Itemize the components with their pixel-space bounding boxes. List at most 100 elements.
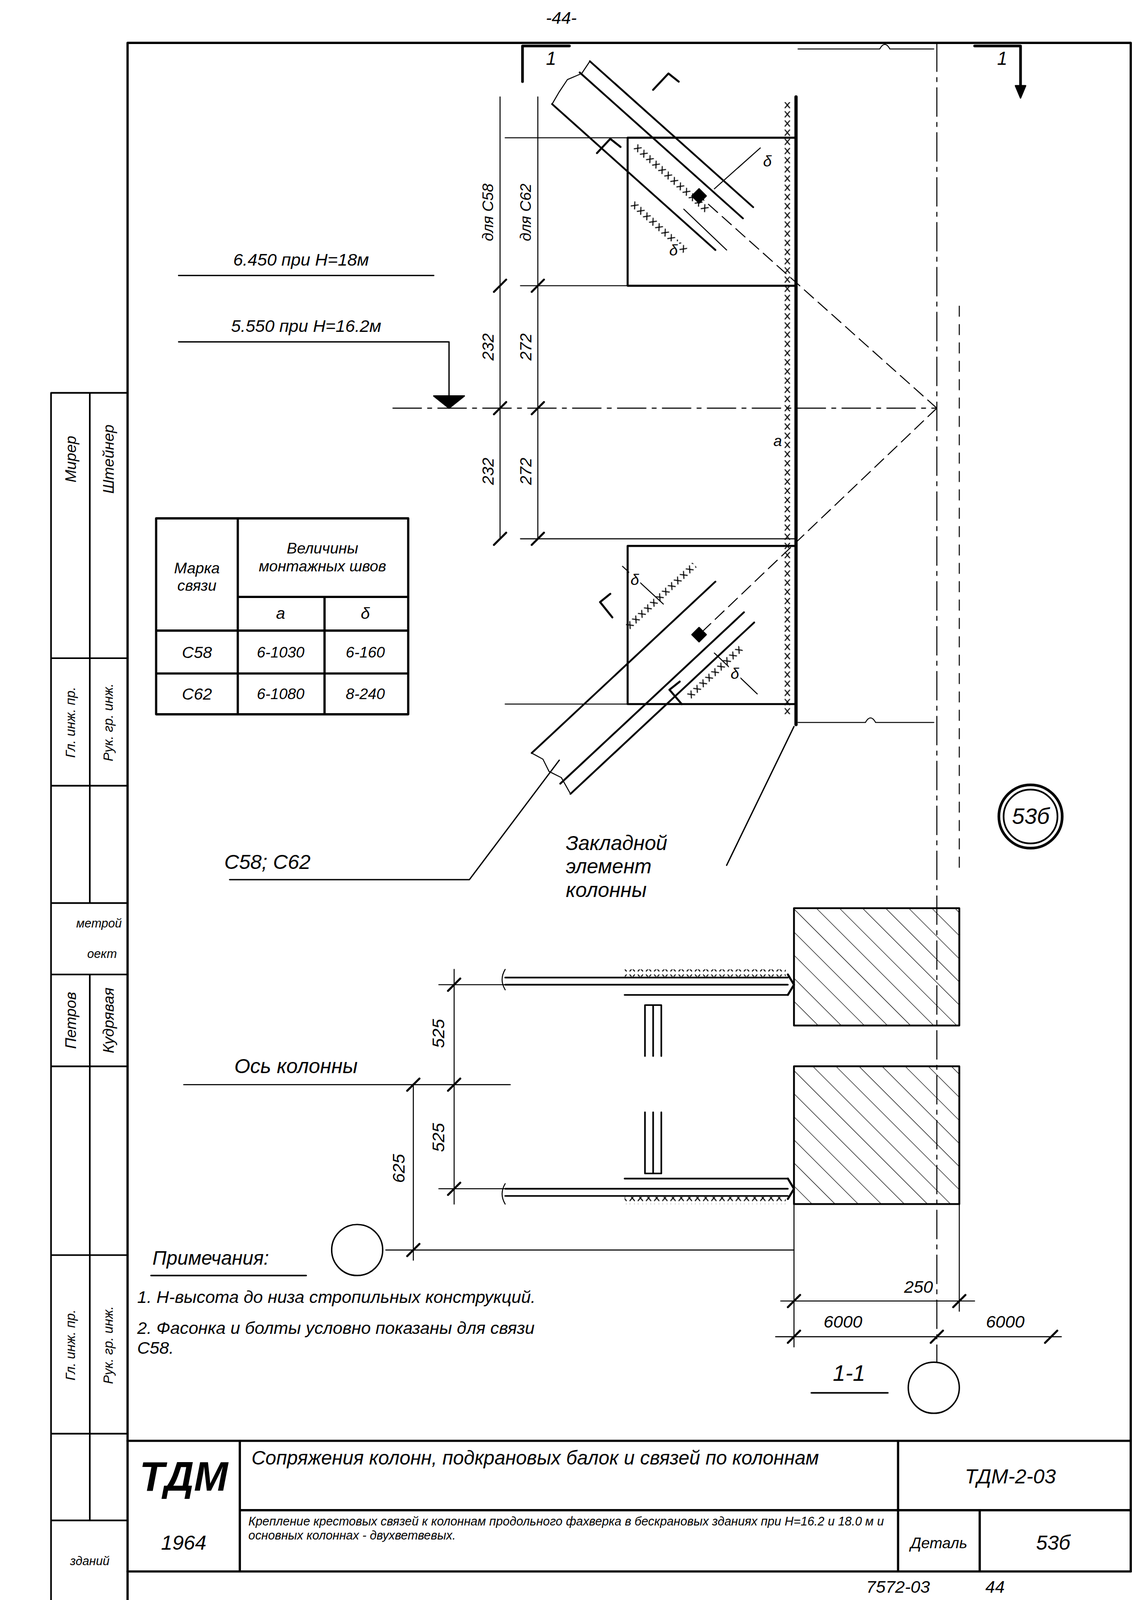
break-line [552, 61, 590, 105]
part-callout: С58; С62 [222, 850, 312, 874]
dimension-line [775, 1204, 1062, 1348]
detail-number: 53б [1011, 803, 1050, 830]
level-line [392, 407, 937, 409]
stamp-role: Рук. гр. инж. [100, 682, 117, 764]
weld-seam [624, 1197, 786, 1205]
series-number: ТДМ-2-03 [963, 1464, 1058, 1489]
dimension-tick [494, 279, 544, 545]
weld-symbol: а [771, 432, 784, 450]
part-callout: Закладной элемент колонны [564, 831, 721, 903]
dimension-line [183, 969, 795, 1261]
gusset-plate [627, 545, 797, 705]
archive-number: 7572-03 [864, 1578, 932, 1598]
weld-fillet [787, 974, 795, 1200]
stamp-name: Петров [61, 990, 79, 1051]
stamp-role: Рук. гр. инж. [100, 1304, 117, 1386]
section-mark: 1 [544, 48, 558, 70]
stamp-org: метрой [75, 916, 124, 931]
stamp-name: Штейнер [99, 422, 117, 496]
brace-axis [699, 195, 937, 635]
section-mark [974, 45, 1021, 94]
weld-symbol: δ [761, 152, 774, 170]
drawing-title: Сопряжения колонн, подкрановых балок и с… [250, 1446, 887, 1470]
stamp-name: Мирер [61, 434, 79, 485]
break-line [797, 44, 934, 723]
dimension-text: 272 [516, 456, 536, 487]
stamp-grid [50, 392, 128, 1600]
dimension-text: 6000 [984, 1312, 1026, 1333]
dimension-text: 525 [428, 1017, 449, 1050]
dimension-line [622, 566, 757, 695]
linework [50, 43, 1131, 1600]
inner-circle [1003, 789, 1058, 843]
detail-number: 53б [1034, 1531, 1072, 1555]
dimension-text: 525 [428, 1122, 449, 1155]
title-block-grid [127, 1441, 1131, 1572]
table-header: Марка связи [157, 558, 237, 595]
detail-caption: Деталь [909, 1534, 969, 1552]
stamp-role: Гл. инж. пр. [62, 685, 79, 760]
level-mark-text: 6.450 при Н=18м [231, 250, 371, 271]
table-grid [156, 518, 409, 715]
weld-symbol: δ [667, 241, 680, 259]
notes-heading: Примечания: [150, 1247, 271, 1270]
axis-label: Ось колонны [232, 1054, 360, 1079]
axis-bubble [331, 1224, 383, 1276]
weld-seam [632, 142, 711, 214]
sheet-number: 44 [983, 1578, 1007, 1598]
note: 2. Фасонка и болты условно показаны для … [135, 1318, 578, 1359]
organization-mark: ТДМ [137, 1453, 230, 1501]
stamp-role: Гл. инж. пр. [62, 1308, 79, 1383]
dimension-text: 6000 [822, 1312, 864, 1333]
dimension-text: 272 [516, 331, 536, 362]
table-header: а [274, 603, 287, 623]
table-cell: С58 [180, 642, 214, 662]
weld-symbol: δ [629, 571, 641, 589]
dimension-text: 625 [389, 1152, 409, 1185]
break-line [502, 969, 506, 1205]
table-cell: 8-240 [344, 685, 387, 703]
dimension-tick [787, 1294, 1058, 1343]
weld-seam [624, 969, 786, 978]
stamp-name: Кудрявая [99, 986, 117, 1055]
table-header: Величины монтажных швов [244, 539, 401, 575]
axis-bubble [908, 1362, 960, 1414]
table-cell: 6-1030 [255, 643, 306, 661]
page-number: -44- [544, 8, 579, 29]
gusset-plate [627, 137, 797, 286]
concrete-branch [794, 1066, 960, 1205]
dimension-text: 232 [478, 456, 498, 487]
break-line [531, 752, 571, 794]
dimension-text: 232 [478, 331, 498, 362]
weld-seam [624, 561, 698, 631]
dimension-text: для С62 [516, 181, 535, 243]
leader-line [726, 726, 795, 866]
steel-plate [505, 977, 788, 1196]
concrete-branch [794, 908, 960, 1026]
sheet-frame [127, 43, 1131, 1600]
table-cell: 6-160 [344, 643, 387, 661]
outer-circle [999, 784, 1063, 849]
dimension-text: 250 [902, 1278, 935, 1298]
extension-line [505, 137, 797, 705]
stamp-org: зданий [68, 1554, 112, 1569]
level-mark-text: 5.550 при Н=16.2м [229, 316, 383, 337]
table-cell: С62 [180, 684, 214, 704]
stamp-org: оект [85, 947, 119, 962]
table-header: δ [359, 603, 372, 623]
table-cell: 6-1080 [255, 685, 306, 703]
angle-profile [597, 73, 679, 154]
note: 1. Н-высота до низа стропильных конструк… [135, 1287, 537, 1308]
section-mark: 1 [995, 48, 1009, 70]
dimension-line [499, 96, 538, 539]
level-mark [433, 395, 465, 408]
section-label: 1-1 [831, 1360, 867, 1387]
bolt [691, 188, 707, 204]
level-leader [178, 275, 450, 400]
hidden-line [958, 306, 960, 868]
dimension-line [683, 148, 761, 251]
section-arrow [1015, 85, 1026, 98]
